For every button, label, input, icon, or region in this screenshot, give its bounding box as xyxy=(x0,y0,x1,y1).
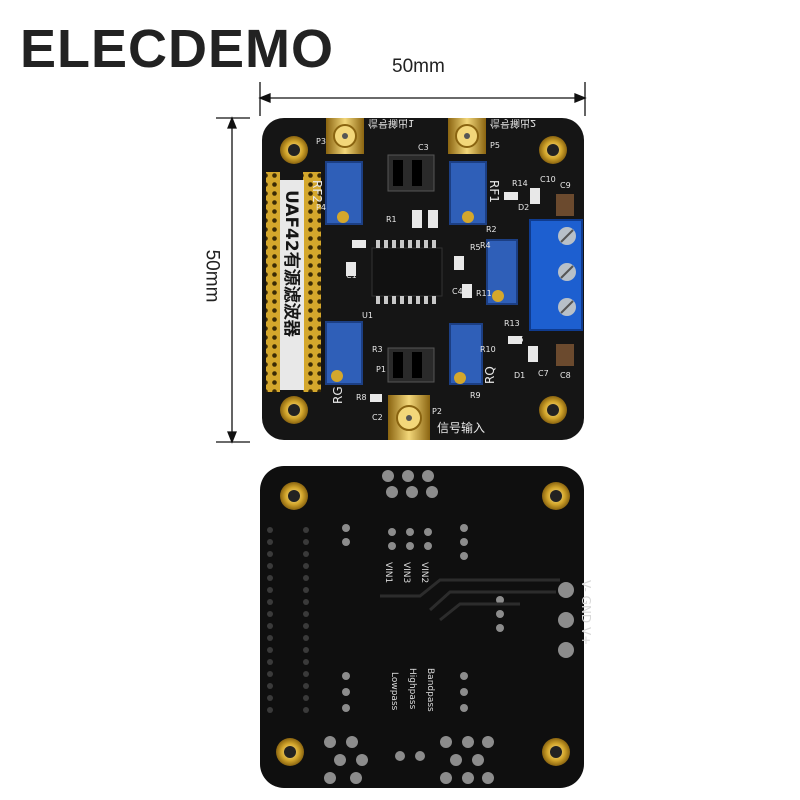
rq-label: RQ xyxy=(483,366,497,384)
svg-text:C10: C10 xyxy=(540,175,556,184)
potentiometer-rf1[interactable]: RF1 xyxy=(449,161,501,225)
svg-text:D1: D1 xyxy=(514,371,525,380)
svg-text:R1: R1 xyxy=(386,215,397,224)
svg-text:C2: C2 xyxy=(372,413,383,422)
sma-connector-out1 xyxy=(326,118,364,154)
svg-text:R13: R13 xyxy=(504,319,520,328)
uaf42-chip xyxy=(371,240,443,304)
mounting-holes-back xyxy=(276,482,570,766)
highpass-label: Highpass xyxy=(407,668,417,710)
svg-text:R14: R14 xyxy=(512,179,528,188)
screw-terminal[interactable] xyxy=(529,219,583,331)
header-strip-left xyxy=(266,172,280,392)
component-labels: C3 C10 R14 C9 R1 R2 R4 R5 R6 R11 R13 R15… xyxy=(316,137,571,422)
vin3-label: VIN3 xyxy=(401,562,411,583)
back-solder-joints xyxy=(324,470,574,784)
svg-text:R5: R5 xyxy=(470,243,481,252)
svg-text:C3: C3 xyxy=(418,143,429,152)
out2-label: 信号输出2 xyxy=(490,117,536,130)
potentiometer-rf2[interactable]: RF2 xyxy=(310,161,363,225)
power-label: V- GND V+ xyxy=(579,580,593,645)
smd-parts xyxy=(346,188,540,402)
svg-text:R11: R11 xyxy=(476,289,492,298)
back-traces xyxy=(380,578,560,622)
svg-text:P3: P3 xyxy=(316,137,326,146)
svg-text:C7: C7 xyxy=(538,369,549,378)
svg-text:R2: R2 xyxy=(486,225,497,234)
svg-text:P2: P2 xyxy=(432,407,442,416)
svg-text:R10: R10 xyxy=(480,345,496,354)
title-silk-box xyxy=(280,180,304,390)
back-pcb xyxy=(260,466,584,788)
svg-text:R15: R15 xyxy=(508,335,524,344)
back-board: VIN1 VIN3 VIN2 V- GND V+ Lowpass Highpas… xyxy=(260,466,593,788)
bandpass-label: Bandpass xyxy=(425,668,435,712)
back-silk-labels: VIN1 VIN3 VIN2 V- GND V+ Lowpass Highpas… xyxy=(383,562,593,712)
sma-connector-input xyxy=(388,395,430,440)
svg-text:C4: C4 xyxy=(452,287,463,296)
rg-label: RG xyxy=(331,386,345,404)
title-silk-text: UAF42有源滤波器 xyxy=(281,190,302,338)
svg-text:U1: U1 xyxy=(362,311,373,320)
out1-label: 信号输出1 xyxy=(368,117,414,130)
sma-connector-out2 xyxy=(448,118,486,154)
vin1-label: VIN1 xyxy=(383,562,393,583)
brand-logo: ELECDEMO xyxy=(20,19,335,79)
potentiometer-rq[interactable]: RQ xyxy=(449,323,497,385)
svg-text:P5: P5 xyxy=(490,141,500,150)
svg-text:R3: R3 xyxy=(372,345,383,354)
svg-text:R4: R4 xyxy=(480,241,491,250)
jumper-top[interactable] xyxy=(387,154,435,192)
rf1-label: RF1 xyxy=(487,180,501,203)
vin2-label: VIN2 xyxy=(419,562,429,583)
back-header-pins xyxy=(267,527,309,713)
svg-text:P1: P1 xyxy=(376,365,386,374)
dimension-lines xyxy=(216,82,587,444)
svg-text:P4: P4 xyxy=(316,203,326,212)
header-strip-right xyxy=(303,172,321,392)
svg-text:D2: D2 xyxy=(518,203,529,212)
svg-text:R9: R9 xyxy=(470,391,481,400)
svg-text:C9: C9 xyxy=(560,181,571,190)
width-dimension-label: 50mm xyxy=(392,56,445,77)
jumper-bottom[interactable] xyxy=(387,347,435,383)
svg-text:C8: C8 xyxy=(560,371,571,380)
capacitor-c8 xyxy=(556,344,574,366)
potentiometer-right[interactable] xyxy=(486,239,518,305)
rf2-label: RF2 xyxy=(310,180,324,203)
capacitor-c9 xyxy=(556,194,574,216)
lowpass-label: Lowpass xyxy=(389,672,399,711)
svg-text:R6: R6 xyxy=(354,241,365,250)
svg-text:C1: C1 xyxy=(346,271,357,280)
input-label: 信号输入 xyxy=(437,420,485,435)
svg-text:R8: R8 xyxy=(356,393,367,402)
potentiometer-rg[interactable]: RG xyxy=(325,321,363,404)
front-board: UAF42有源滤波器 信号输出1 信号输出2 信号输入 RF2 xyxy=(262,117,584,440)
mounting-holes-front xyxy=(280,136,567,424)
